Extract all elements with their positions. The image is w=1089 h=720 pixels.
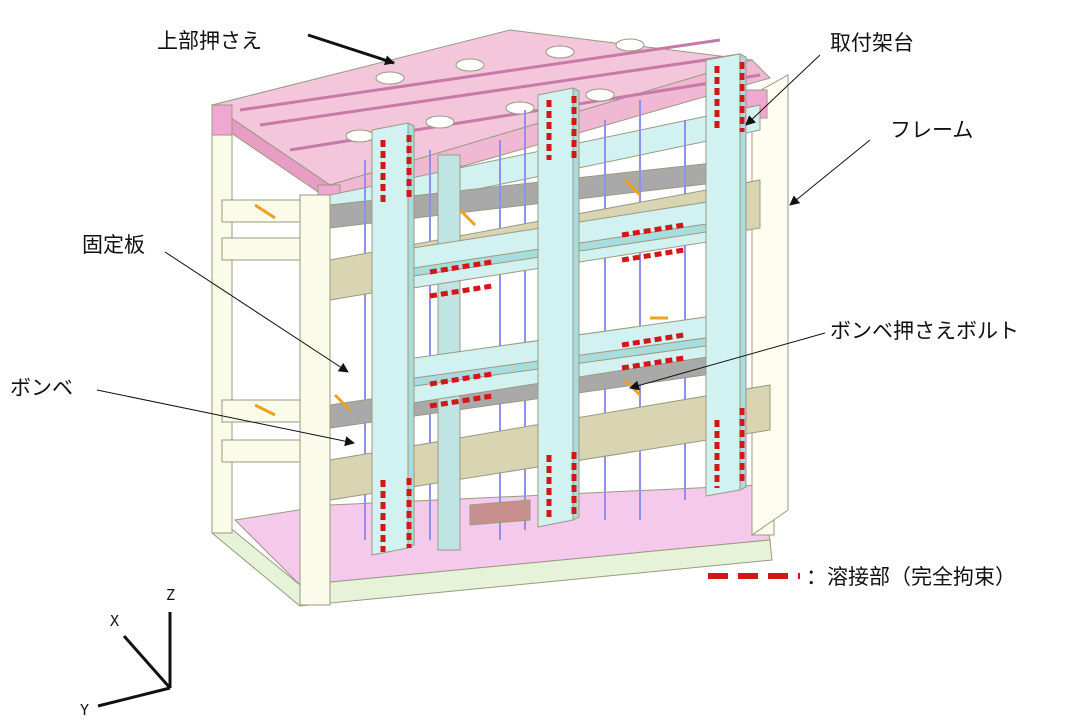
weld-marks [380,62,745,552]
lid-hole [455,58,485,72]
right-side-panel [751,74,789,536]
lid-hole [615,38,645,52]
top-press-label: 上部押さえ [157,29,262,53]
axis-triad [97,612,172,708]
top-press-arrow [307,33,395,65]
cylinder-leader [96,389,355,447]
fixing-plate-label: 固定板 [82,233,145,257]
lid-hole [585,88,615,102]
frame-label: フレーム [890,118,973,142]
x-axis-label: X [110,612,119,630]
cylinder-press-bolt-leader [629,332,826,391]
lid-hole [545,45,575,59]
front-post-right [705,53,741,497]
front-post-center [537,87,574,528]
y-axis-line [97,686,171,708]
front-post-right-side [739,53,747,491]
rear-left-post [211,119,233,534]
front-left-post [299,194,331,606]
front-post-left-side [407,122,415,549]
frame-assembly [210,29,789,608]
fixing-plate-leader [164,251,349,373]
lid-hole [345,129,375,143]
lid-hole [375,71,405,85]
center-block [469,499,531,526]
front-post-left [371,122,409,556]
weld-legend-label: ：溶接部（完全拘束） [806,565,1016,589]
top-rail-2 [259,53,741,127]
mount-frame-label: 取付架台 [830,31,914,55]
y-axis-label: Y [80,701,89,719]
corner-block [211,104,233,136]
z-axis-label: Z [166,586,175,604]
front-post-center-side [572,87,580,521]
cylinder-press-bolt-label: ボンベ押さえボルト [830,319,1019,343]
frame-leader [789,139,871,206]
top-rail-1 [239,38,721,112]
left-shelf-4 [221,439,309,463]
lid-hole [425,115,455,129]
lid-hole [505,101,535,115]
orange-brackets [254,178,668,417]
cylinder-label: ボンベ [10,376,73,400]
x-axis-line [122,635,172,689]
mount-frame-leader [745,54,821,126]
left-shelf-2 [221,237,309,261]
